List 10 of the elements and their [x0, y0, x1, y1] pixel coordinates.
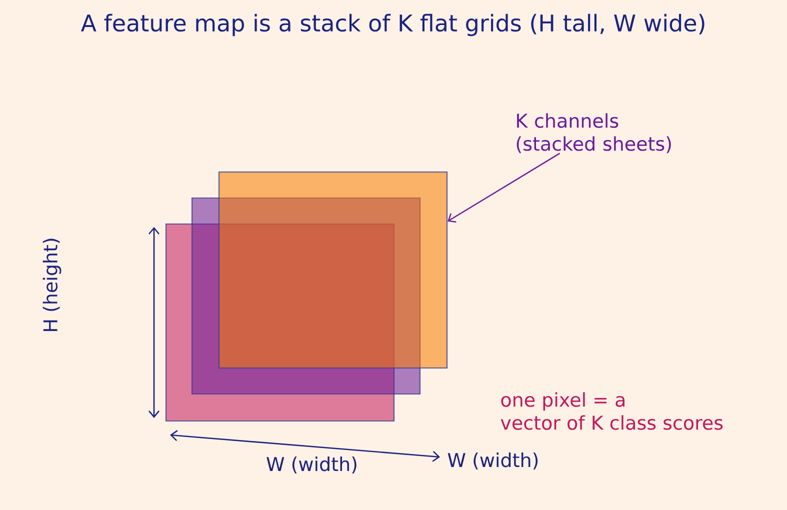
- callout-text: K channels (stacked sheets): [516, 113, 671, 154]
- dimension-label: W (width): [448, 452, 538, 470]
- title: A feature map is a stack of K flat grids (H tall, W wide): [80, 14, 704, 36]
- sheet: [165, 223, 395, 422]
- sheet: [191, 197, 421, 395]
- sheet: [218, 171, 448, 369]
- dimension-label: H (height): [42, 238, 62, 331]
- dimension-label: W (width): [266, 456, 356, 474]
- arrow: [448, 152, 560, 223]
- note-text: one pixel = a vector of K class scores: [500, 392, 723, 430]
